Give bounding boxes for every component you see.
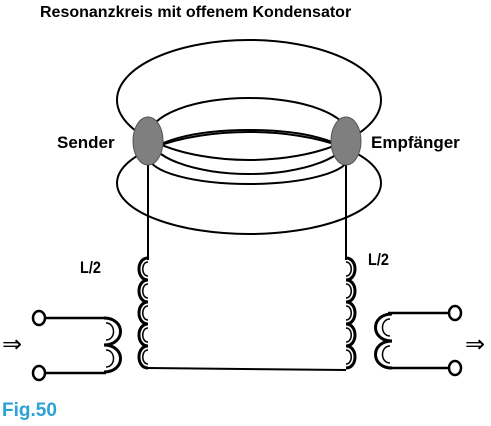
figure-label: Fig.50 (2, 400, 57, 421)
right-coupling-coil (374, 312, 393, 370)
upper-inner-ellipse (148, 97, 350, 175)
right-inductor-coil (345, 256, 357, 370)
ground-connection-wire (147, 367, 347, 371)
lower-field-ellipse (116, 131, 382, 235)
input-arrow-icon: ⇒ (2, 330, 23, 358)
output-arrow-icon: ⇒ (465, 330, 486, 358)
right-coupling-coil-inner (381, 318, 391, 364)
sender-electrode (132, 116, 164, 166)
right-inductor-label: L/2 (368, 250, 389, 269)
left-inductor-label: L/2 (80, 258, 101, 277)
left-inductor-coil (137, 256, 149, 370)
right-terminal-lower (447, 359, 463, 377)
left-inductor-coil-inner (142, 261, 149, 365)
left-coupling-coil (103, 316, 122, 374)
receiver-label: Empfänger (371, 133, 460, 152)
left-terminal-upper (31, 309, 47, 327)
sender-label: Sender (57, 133, 115, 152)
lower-inner-ellipse (148, 129, 350, 185)
receiver-electrode (330, 116, 362, 166)
upper-field-ellipse (116, 39, 382, 161)
left-coupling-coil-inner (105, 322, 115, 368)
diagram-title: Resonanzkreis mit offenem Kondensator (40, 4, 352, 21)
right-terminal-upper (447, 304, 463, 322)
right-inductor-coil-inner (345, 261, 352, 365)
left-terminal-lower (31, 364, 47, 382)
